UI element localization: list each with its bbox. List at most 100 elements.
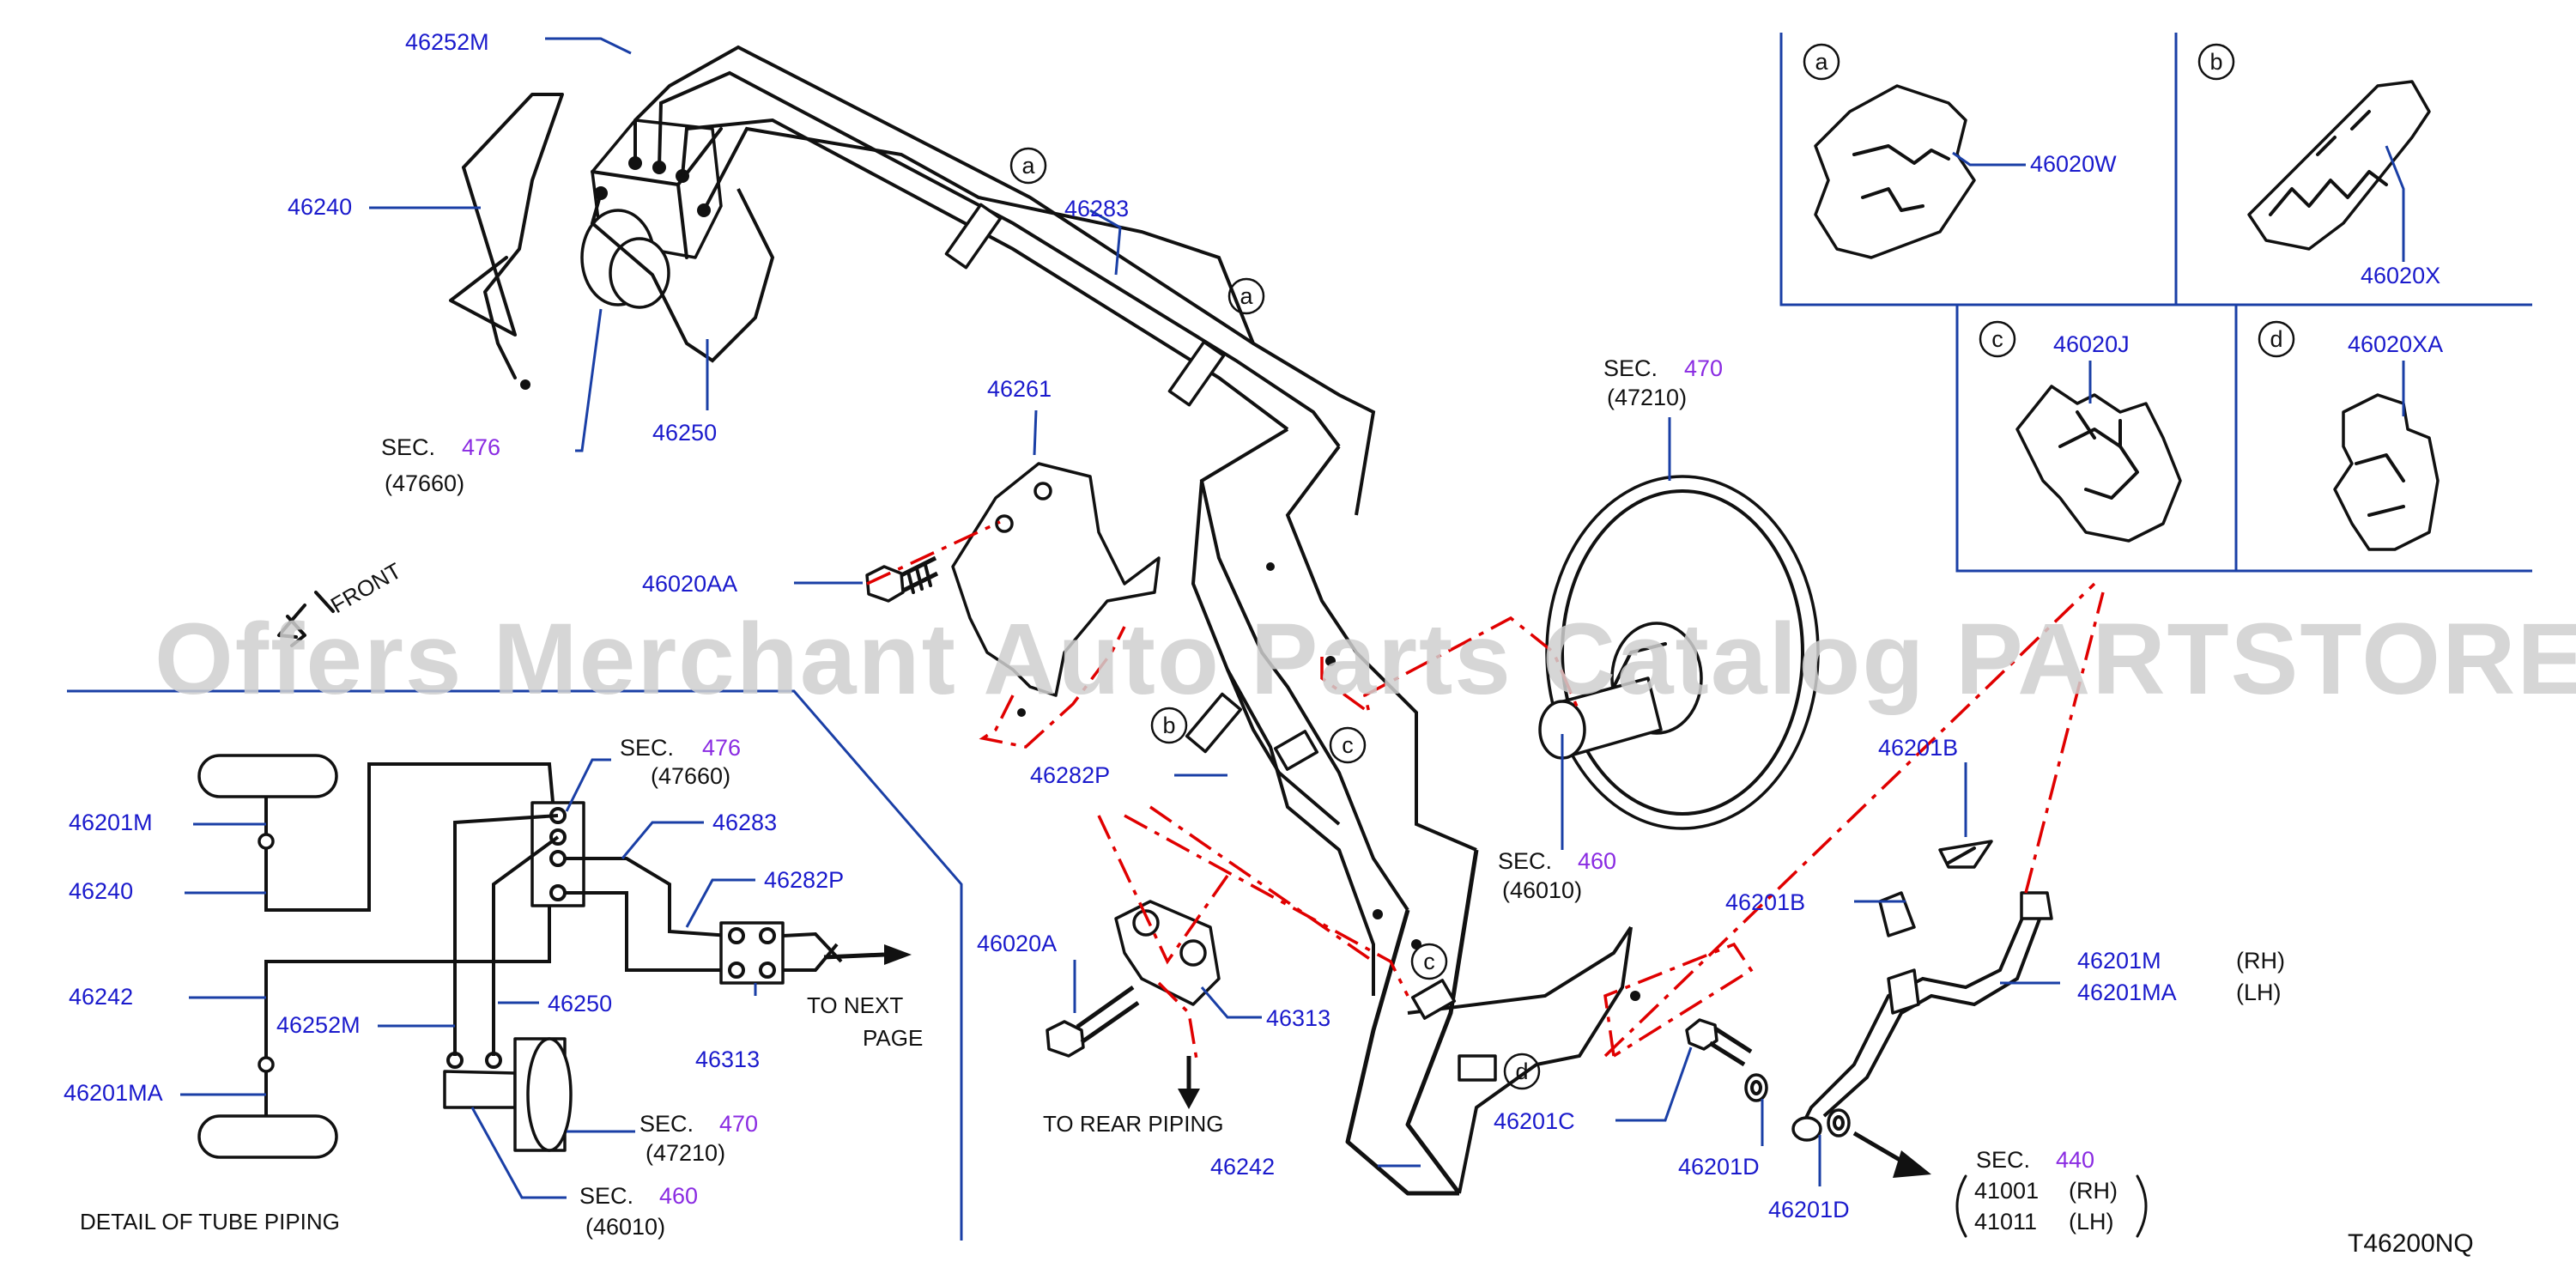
dt-sec476-num: 476 [702,735,741,761]
dt-46242: 46242 [69,984,133,1010]
sec440-row2-part: 41011 [1974,1209,2037,1235]
label-46240: 46240 [288,194,352,220]
tube-piping-detail [67,689,963,1241]
sec476-num: 476 [462,434,500,460]
label-46242: 46242 [1210,1154,1275,1180]
detail-callout-a-text: a [1815,49,1828,75]
tube-dots [1017,562,1275,717]
abs-actuator-assembly [449,45,1640,1196]
brake-hose-46201M [1685,840,2053,1142]
detail-label-46020W: 46020W [2030,151,2117,177]
detail-callout-d-text: d [2270,326,2282,352]
dt-sec476-prefix: SEC. [620,735,674,761]
label-46020AA: 46020AA [642,571,737,597]
sec440-bracket-left [1955,1174,1967,1238]
label-to-rear-piping: TO REAR PIPING [1043,1111,1223,1137]
bracket-46261 [951,462,1161,697]
detail-label-46020X: 46020X [2361,263,2440,288]
section-refs: SEC. 476 (47660) SEC. 470 (47210) SEC. 4… [381,355,2148,1238]
dt-46250: 46250 [548,991,612,1016]
label-46020A: 46020A [977,931,1057,956]
label-rh: (RH) [2236,948,2285,974]
callout-a-1: a [1009,147,1047,185]
dt-sec470-prefix: SEC. [639,1111,694,1137]
label-46252M: 46252M [405,29,489,55]
callout-d: d [1503,1053,1541,1090]
label-46283: 46283 [1064,196,1129,221]
dt-to-next-2: PAGE [863,1025,923,1051]
dt-sec460-code: (46010) [585,1214,665,1240]
detail-callout-a: a [1803,43,1840,81]
callout-a-2: a [1227,277,1265,315]
dt-sec476-code: (47660) [651,763,730,789]
dt-46313: 46313 [695,1046,760,1072]
sec470-code: (47210) [1607,385,1687,410]
clip-detail-boxes [1779,33,2532,573]
installation-guides [866,520,2105,1065]
junction-46313 [1046,900,1221,1109]
label-46201D-1: 46201D [1678,1154,1760,1180]
dt-sec460-prefix: SEC. [579,1183,633,1209]
sec460-prefix: SEC. [1498,848,1552,874]
tube-clips [944,203,1497,1082]
sec440-row2-side: (LH) [2069,1209,2114,1235]
detail-callout-c: c [1979,320,2016,358]
callout-b-text: b [1162,713,1175,738]
front-arrow-icon [277,591,335,647]
callout-a-2-text: a [1240,283,1253,309]
label-46201MA: 46201MA [2077,980,2177,1005]
label-46201D-2: 46201D [1768,1197,1850,1222]
callout-c-1-text: c [1342,732,1354,758]
callout-c-2: c [1410,943,1448,980]
label-46201M: 46201M [2077,948,2161,974]
dt-46240: 46240 [69,878,133,904]
dt-46282P: 46282P [764,867,844,893]
sec440-row1-side: (RH) [2069,1178,2118,1204]
label-46250: 46250 [652,420,717,446]
watermark: Offers Merchant Auto Parts Catalog PARTS… [155,603,2576,716]
dt-46252M: 46252M [276,1012,361,1038]
sec476-code: (47660) [385,470,464,496]
dt-sec460-num: 460 [659,1183,698,1209]
detail-label-46020J: 46020J [2053,331,2130,357]
sec440-row1-part: 41001 [1974,1178,2039,1204]
bolt-46020AA [865,555,939,603]
sec440-arrow-icon [1852,1131,1931,1178]
leader-lines [180,37,2405,1199]
detail-callout-c-text: c [1991,326,2003,352]
detail-box-labels: 46020W 46020X 46020J 46020XA [2030,151,2443,357]
label-46201B-1: 46201B [1878,735,1958,761]
label-46261: 46261 [987,376,1052,402]
tube-detail-labels: DETAIL OF TUBE PIPING 46201M 46240 46242… [64,735,923,1240]
callout-d-text: d [1515,1059,1528,1084]
label-46282P: 46282P [1030,762,1110,788]
label-lh: (LH) [2236,980,2282,1005]
sec440-bracket-right [2136,1174,2148,1238]
sec460-code: (46010) [1502,877,1582,903]
dt-46201MA: 46201MA [64,1080,163,1106]
callout-b: b [1150,707,1188,744]
sec476-prefix: SEC. [381,434,435,460]
detail-callout-d: d [2258,320,2295,358]
sec470-prefix: SEC. [1603,355,1658,381]
brake-booster [1538,475,1820,830]
part-labels: 46252M 46240 46250 46283 46261 46020AA 4… [288,29,2474,1258]
sec460-num: 460 [1578,848,1616,874]
sec440-prefix: SEC. [1976,1147,2030,1173]
callout-a-1-text: a [1021,153,1035,179]
detail-label-46020XA: 46020XA [2348,331,2443,357]
dt-46201M: 46201M [69,810,153,835]
dt-to-next-1: TO NEXT [807,992,903,1018]
dt-46283: 46283 [712,810,777,835]
callout-c-2-text: c [1423,949,1435,974]
detail-title: DETAIL OF TUBE PIPING [80,1209,340,1235]
dt-sec470-code: (47210) [646,1140,725,1166]
label-46313: 46313 [1266,1005,1330,1031]
diagram-code: T46200NQ [2348,1229,2474,1258]
callout-c-1: c [1329,726,1367,764]
callouts: a a b c c d a b c d [1009,43,2295,1090]
label-46201B-2: 46201B [1725,889,1805,915]
sec440-num: 440 [2056,1147,2094,1173]
detail-callout-b: b [2197,43,2235,81]
